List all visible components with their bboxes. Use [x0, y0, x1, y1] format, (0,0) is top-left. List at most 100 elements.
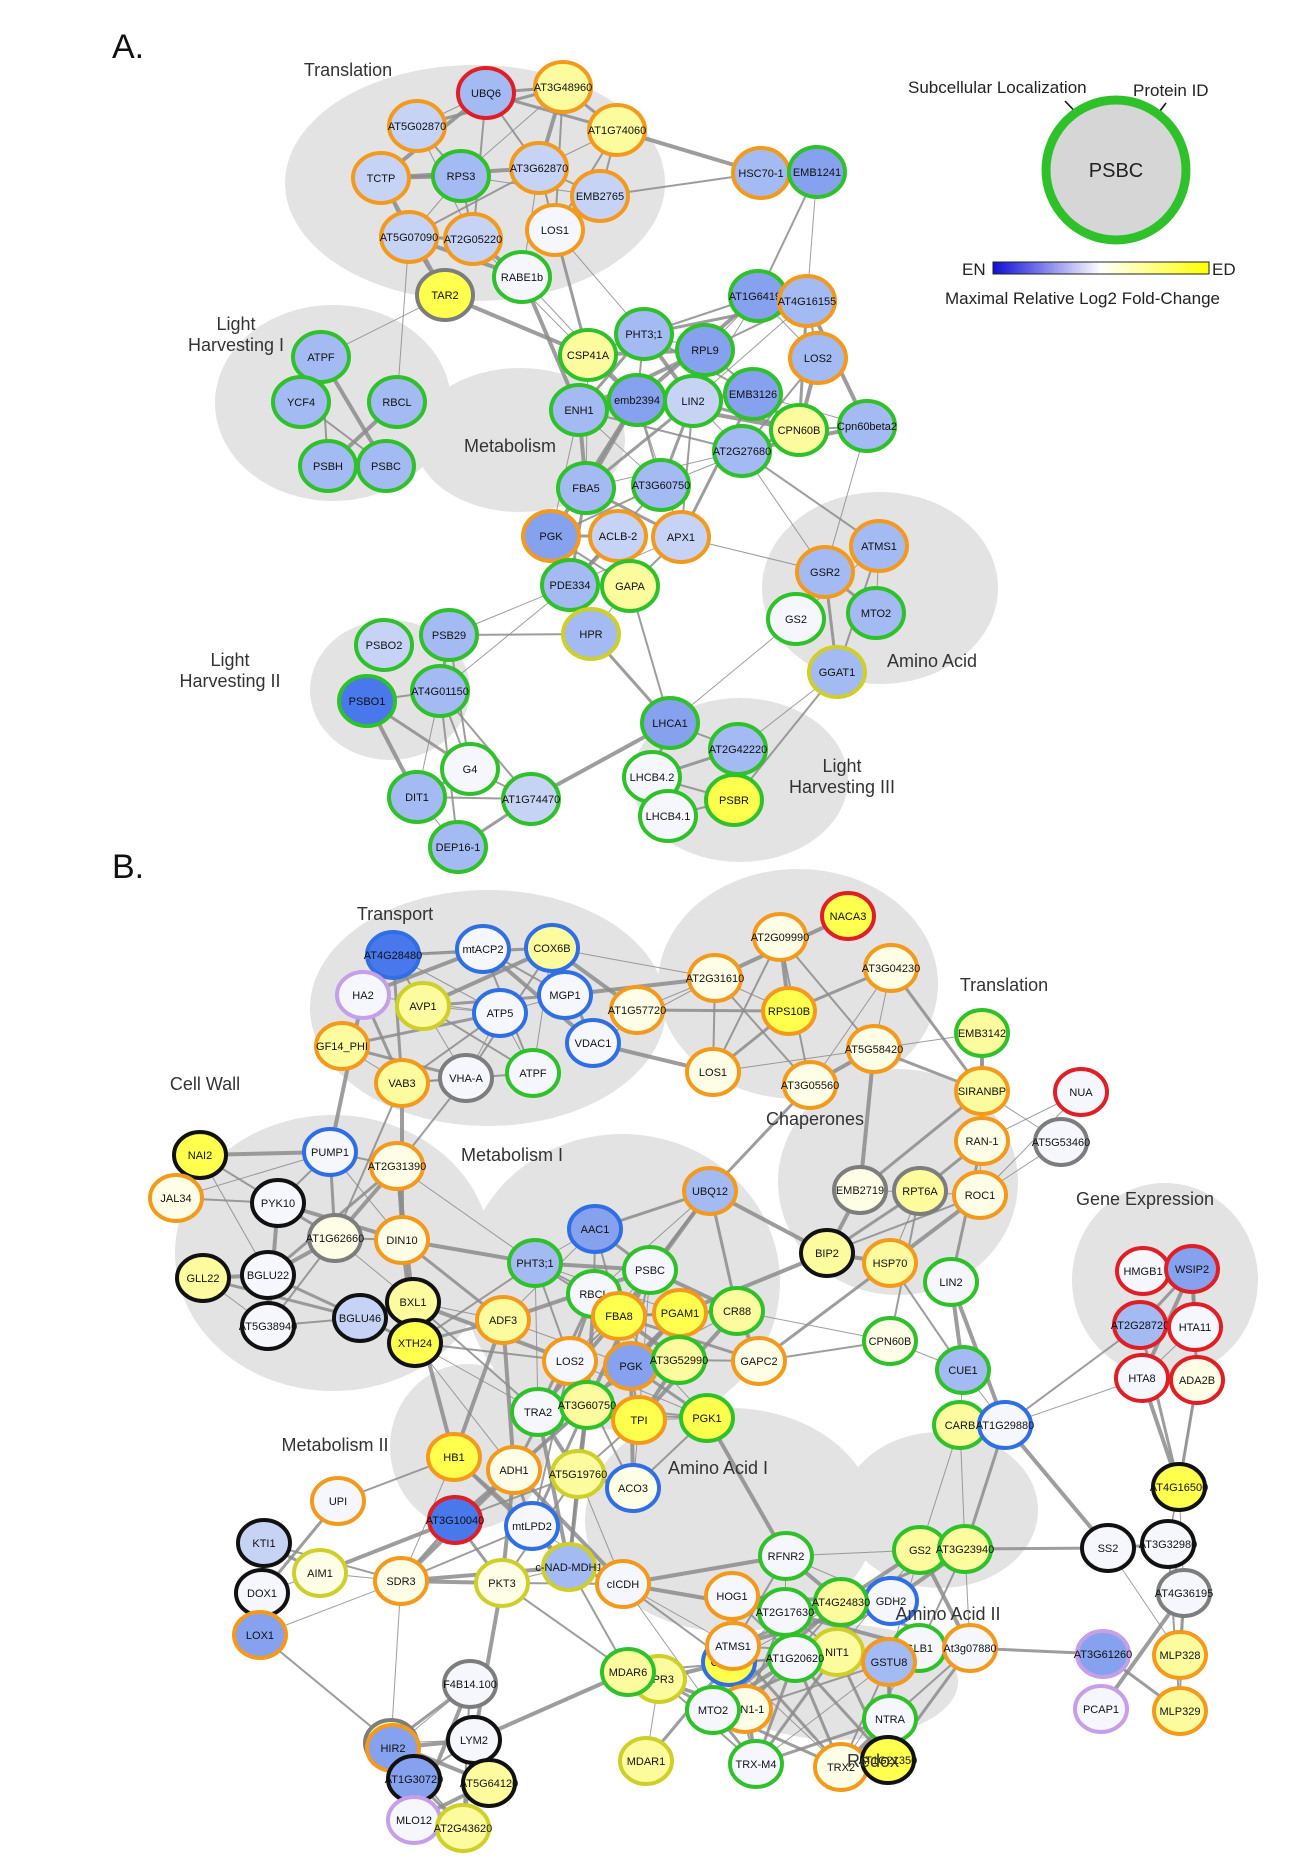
node-enh1[interactable]: ENH1 — [549, 383, 609, 437]
node-mto2[interactable]: MTO2 — [685, 1685, 741, 1735]
node-kti1[interactable]: KTI1 — [236, 1518, 292, 1568]
node-tctp[interactable]: TCTP — [351, 151, 411, 205]
node-pgk1[interactable]: PGK1 — [679, 1393, 735, 1443]
node-at5g19760[interactable]: AT5G19760 — [549, 1449, 608, 1499]
node-at5g02870[interactable]: AT5G02870 — [387, 99, 447, 153]
node-at3g60750[interactable]: AT3G60750 — [631, 458, 691, 512]
node-xth24[interactable]: XTH24 — [387, 1318, 443, 1368]
node-at2g17630[interactable]: AT2G17630 — [756, 1587, 815, 1637]
node-pht3-1[interactable]: PHT3;1 — [614, 307, 674, 361]
node-at3g07880[interactable]: At3g07880 — [942, 1623, 998, 1673]
node-pgam1[interactable]: PGAM1 — [652, 1288, 708, 1338]
node-pgk[interactable]: PGK — [521, 509, 581, 563]
node-atp5[interactable]: ATP5 — [472, 988, 528, 1038]
node-at5g58420[interactable]: AT5G58420 — [845, 1024, 904, 1074]
node-at2g31390[interactable]: AT2G31390 — [368, 1141, 427, 1191]
node-los2[interactable]: LOS2 — [788, 331, 848, 385]
node-lhca1[interactable]: LHCA1 — [640, 696, 700, 750]
node-cue1[interactable]: CUE1 — [935, 1345, 991, 1395]
node-atms1[interactable]: ATMS1 — [705, 1621, 761, 1671]
node-aco3[interactable]: ACO3 — [605, 1463, 661, 1513]
node-roc1[interactable]: ROC1 — [952, 1170, 1008, 1220]
node-ycf4[interactable]: YCF4 — [271, 375, 331, 429]
node-cr88[interactable]: CR88 — [709, 1286, 765, 1336]
node-at1g74060[interactable]: AT1G74060 — [587, 103, 647, 157]
node-ha2[interactable]: HA2 — [335, 970, 391, 1020]
node-psbo2[interactable]: PSBO2 — [354, 618, 414, 672]
node-mdar6[interactable]: MDAR6 — [600, 1647, 656, 1697]
node-at3g05560[interactable]: AT3G05560 — [781, 1060, 840, 1110]
node-sdr3[interactable]: SDR3 — [373, 1556, 429, 1606]
node-bip2[interactable]: BIP2 — [799, 1228, 855, 1278]
node-gapc2[interactable]: GAPC2 — [731, 1336, 787, 1386]
node-lym2[interactable]: LYM2 — [446, 1715, 502, 1765]
node-ubq6[interactable]: UBQ6 — [456, 66, 516, 120]
node-los1[interactable]: LOS1 — [525, 203, 585, 257]
node-at3g60750[interactable]: AT3G60750 — [558, 1380, 617, 1430]
node-rps10b[interactable]: RPS10B — [761, 986, 817, 1036]
node-psbo1[interactable]: PSBO1 — [337, 674, 397, 728]
node-at5g38940[interactable]: AT5G38940 — [239, 1301, 298, 1351]
node-emb2719[interactable]: EMB2719 — [832, 1165, 888, 1215]
node-los1[interactable]: LOS1 — [685, 1047, 741, 1097]
node-aac1[interactable]: AAC1 — [567, 1204, 623, 1254]
node-hmgb1[interactable]: HMGB1 — [1115, 1246, 1171, 1296]
node-at3g04230[interactable]: AT3G04230 — [862, 943, 921, 993]
node-ntra[interactable]: NTRA — [862, 1694, 918, 1744]
node-mdar1[interactable]: MDAR1 — [618, 1736, 674, 1786]
node-pht3-1[interactable]: PHT3;1 — [507, 1238, 563, 1288]
node-tar2[interactable]: TAR2 — [415, 268, 475, 322]
node-at4g16155[interactable]: AT4G16155 — [777, 274, 837, 328]
node-vdac1[interactable]: VDAC1 — [565, 1018, 621, 1068]
node-at1g30720[interactable]: AT1G30720 — [385, 1754, 444, 1804]
node-ss2[interactable]: SS2 — [1080, 1523, 1136, 1573]
node-at3g10040[interactable]: AT3G10040 — [426, 1495, 485, 1545]
node-emb2394[interactable]: emb2394 — [607, 373, 667, 427]
node-psbc[interactable]: PSBC — [356, 439, 416, 493]
node-pyk10[interactable]: PYK10 — [250, 1178, 306, 1228]
node-psbr[interactable]: PSBR — [704, 773, 764, 827]
node-fba8[interactable]: FBA8 — [591, 1291, 647, 1341]
node-emb1241[interactable]: EMB1241 — [787, 145, 847, 199]
node-los2[interactable]: LOS2 — [542, 1336, 598, 1386]
node-at4g24830[interactable]: AT4G24830 — [812, 1577, 871, 1627]
node-rfnr2[interactable]: RFNR2 — [758, 1531, 814, 1581]
node-din10[interactable]: DIN10 — [374, 1215, 430, 1265]
node-mlo12[interactable]: MLO12 — [386, 1795, 442, 1845]
node-at3g61260[interactable]: AT3G61260 — [1074, 1629, 1133, 1679]
node-bglu46[interactable]: BGLU46 — [332, 1293, 388, 1343]
node-atpf[interactable]: ATPF — [505, 1048, 561, 1098]
node-mlp329[interactable]: MLP329 — [1152, 1686, 1208, 1736]
node-pkt3[interactable]: PKT3 — [474, 1558, 530, 1608]
node-at1g62660[interactable]: AT1G62660 — [306, 1213, 365, 1263]
node-at3g32980[interactable]: AT3G32980 — [1139, 1519, 1198, 1569]
node-adf3[interactable]: ADF3 — [475, 1295, 531, 1345]
node-dep16-1[interactable]: DEP16-1 — [428, 820, 488, 874]
node-vha-a[interactable]: VHA-A — [438, 1053, 494, 1103]
node-csp41a[interactable]: CSP41A — [558, 328, 618, 382]
node-pcap1[interactable]: PCAP1 — [1073, 1684, 1129, 1734]
node-at4g28480[interactable]: AT4G28480 — [364, 930, 423, 980]
node-at1g57720[interactable]: AT1G57720 — [608, 985, 667, 1035]
node-rpt6a[interactable]: RPT6A — [892, 1166, 948, 1216]
node-jal34[interactable]: JAL34 — [148, 1173, 204, 1223]
node-cpn60b[interactable]: CPN60B — [862, 1316, 918, 1366]
node-at1g20620[interactable]: AT1G20620 — [766, 1633, 825, 1683]
node-pump1[interactable]: PUMP1 — [302, 1127, 358, 1177]
node-lox1[interactable]: LOX1 — [232, 1610, 288, 1660]
node-at1g21350[interactable]: AT1G21350 — [859, 1735, 918, 1785]
node-cox6b[interactable]: COX6B — [524, 923, 580, 973]
node-carb[interactable]: CARB — [932, 1400, 988, 1450]
node-nua[interactable]: NUA — [1053, 1067, 1109, 1117]
node-adh1[interactable]: ADH1 — [486, 1445, 542, 1495]
node-at1g64190[interactable]: AT1G64190 — [728, 269, 788, 323]
node-at4g36195[interactable]: AT4G36195 — [1155, 1568, 1214, 1618]
node-rbcl[interactable]: RBCL — [367, 375, 427, 429]
node-rabe1b[interactable]: RABE1b — [492, 250, 552, 304]
node-wsip2[interactable]: WSIP2 — [1164, 1244, 1220, 1294]
node-tpi[interactable]: TPI — [611, 1395, 667, 1445]
node-at2g05220[interactable]: AT2G05220 — [443, 212, 503, 266]
node-trx-m4[interactable]: TRX-M4 — [728, 1739, 784, 1789]
node-bglu22[interactable]: BGLU22 — [240, 1250, 296, 1300]
node-apx1[interactable]: APX1 — [651, 510, 711, 564]
